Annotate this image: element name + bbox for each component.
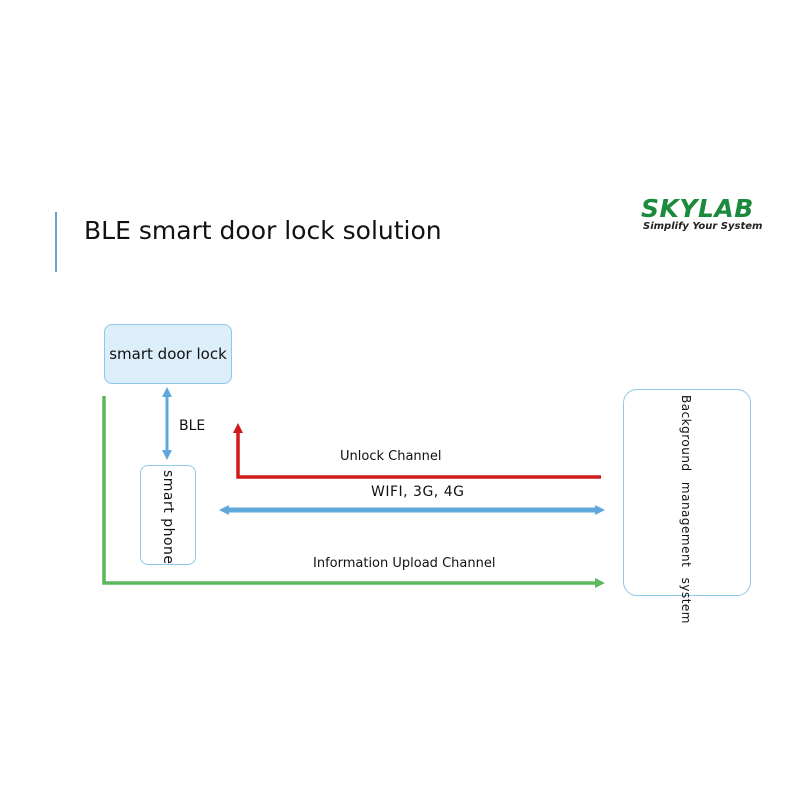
- page-title: BLE smart door lock solution: [84, 216, 442, 245]
- upload-channel-arrow: [102, 396, 605, 588]
- ble-label: BLE: [179, 418, 206, 434]
- background-management-system-label: Background management system: [679, 395, 693, 624]
- logo-tagline: Simplify Your System: [643, 221, 763, 232]
- logo-text: SKYLAB: [641, 194, 754, 223]
- network-label: WIFI, 3G, 4G: [371, 484, 465, 500]
- unlock-channel-arrow: [233, 423, 601, 479]
- smart-phone-label: smart phone: [160, 470, 176, 565]
- smart-phone-node: [140, 465, 196, 565]
- skylab-logo: SKYLAB Simplify Your System: [641, 194, 763, 232]
- unlock-channel-label: Unlock Channel: [340, 449, 442, 464]
- smart-door-lock-label: smart door lock: [109, 345, 227, 363]
- smart-door-lock-node: smart door lock: [104, 324, 232, 384]
- background-management-system-node: [623, 389, 751, 596]
- title-accent-bar: [55, 212, 57, 272]
- upload-channel-label: Information Upload Channel: [313, 556, 496, 571]
